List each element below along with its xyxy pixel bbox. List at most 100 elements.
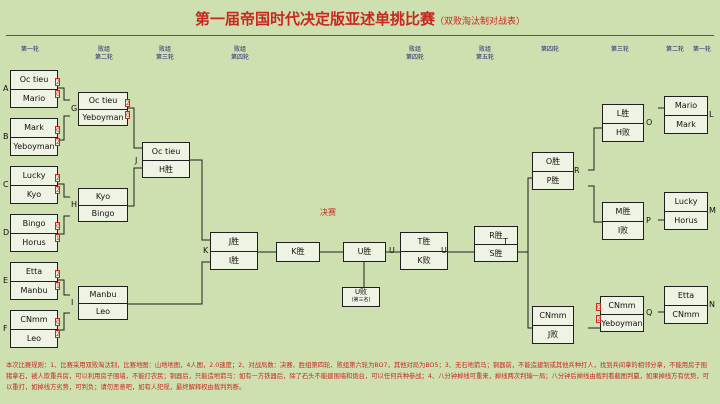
score-G1: 2 (125, 99, 130, 107)
match-box-K: J胜 I胜 (210, 232, 258, 270)
player-T-top: T胜 (401, 233, 447, 252)
match-box-C: Lucky Kyo (10, 166, 58, 204)
label-A: A (3, 84, 9, 93)
player-C-top: Lucky (11, 167, 57, 186)
label-G: G (71, 104, 78, 113)
round-label-r2: 第二轮 (665, 46, 684, 53)
round-label-r1: 第一轮 (692, 46, 711, 53)
match-box-J: Oc tieu H胜 (142, 142, 190, 178)
match-box-E: Etta Manbu (10, 262, 58, 300)
title-underline (6, 35, 714, 36)
score-E2: 1 (55, 282, 60, 290)
third-place-a: U败 (354, 288, 368, 296)
match-box-D: Bingo Horus (10, 214, 58, 252)
label-S: T (503, 237, 508, 246)
player-B-top: Mark (11, 119, 57, 138)
player-F-bottom: Leo (26, 334, 42, 343)
player-C-bottom: Kyo (26, 190, 42, 199)
player-B-bottom: Yeboyman (13, 142, 55, 151)
score-G2: 0 (125, 111, 130, 119)
label-H: H (71, 200, 78, 209)
match-box-O: L胜 H败 (602, 104, 644, 142)
score-B1: 0 (55, 126, 60, 134)
third-place-box: U败 (第三名) (342, 287, 380, 307)
player-Q2-top: CNmm (601, 297, 643, 315)
rules-text: 本次比赛规则：1、比赛采用双败淘汰制，比赛地图：山地地图，4人图，2.0速度；2… (6, 362, 709, 391)
match-box-T: T胜 K败 (400, 232, 448, 270)
player-G-top: Oc tieu (79, 93, 127, 110)
label-C: C (3, 180, 9, 189)
score-E1: 2 (55, 270, 60, 278)
player-O-bottom: H败 (615, 128, 630, 137)
round-label-w1: 第一轮 (20, 46, 39, 53)
label-O: O (646, 118, 653, 127)
label-T: U (441, 246, 447, 255)
score-C2: 2 (55, 186, 60, 194)
score-F1: 0 (55, 318, 60, 326)
round-label-l4: 败组 第四轮 (230, 46, 249, 61)
player-J-top: Oc tieu (143, 143, 189, 161)
score-Q1: 0 (596, 303, 601, 311)
player-D-top: Bingo (11, 215, 57, 234)
label-K: K (203, 246, 209, 255)
player-T-bottom: K败 (417, 256, 431, 265)
match-box-N: Etta CNmm (664, 286, 708, 324)
round-label-wf4: 败组 第四轮 (405, 46, 424, 61)
label-R: R (574, 166, 580, 175)
player-F-top: CNmm (11, 311, 57, 330)
third-place-b: (第三名) (351, 297, 371, 303)
round-label-wf5: 败组 第五轮 (475, 46, 494, 61)
player-L-top: Mario (665, 97, 707, 116)
label-Q2: Q (646, 308, 653, 317)
player-H-bottom: Bingo (91, 209, 115, 218)
match-box-R: O胜 P胜 (532, 152, 574, 190)
round-label-r3: 第三轮 (610, 46, 629, 53)
title-text: 第一届帝国时代决定版亚述单挑比赛 (194, 10, 435, 28)
match-box-L: Mario Mark (664, 96, 708, 134)
player-E-bottom: Manbu (20, 286, 48, 295)
player-J-bottom: H胜 (158, 165, 173, 174)
player-R-bottom: P胜 (546, 176, 560, 185)
match-box-P: M胜 I败 (602, 202, 644, 240)
player-M-bottom: Horus (674, 216, 698, 225)
label-N: N (709, 300, 715, 309)
match-box-B: Mark Yeboyman (10, 118, 58, 156)
match-box-A: Oc tieu Mario (10, 70, 58, 108)
match-box-F: CNmm Leo (10, 310, 58, 348)
round-label-l3: 败组 第三轮 (155, 46, 174, 61)
score-B2: 2 (55, 138, 60, 146)
round-label-r4: 第四轮 (540, 46, 559, 53)
match-box-Q2: CNmm Yeboyman (600, 296, 644, 332)
player-R-top: O胜 (533, 153, 573, 172)
player-S-bottom: S胜 (489, 249, 503, 258)
score-Q2: 2 (596, 315, 601, 323)
player-A-top: Oc tieu (11, 71, 57, 90)
label-I: I (71, 298, 74, 307)
player-I-top: Manbu (79, 287, 127, 304)
label-F: F (3, 324, 8, 333)
label-U: U (389, 246, 395, 255)
score-C1: 2 (55, 174, 60, 182)
score-A2: 0 (55, 90, 60, 98)
player-G-bottom: Yeboyman (82, 113, 124, 122)
subtitle-text: （双败淘汰制对战表） (435, 17, 526, 27)
player-P-bottom: I败 (617, 226, 629, 235)
round-label-l2: 败组 第二轮 (94, 46, 113, 61)
player-N-bottom: CNmm (672, 310, 700, 319)
player-L-bottom: Mark (676, 120, 696, 129)
player-N-top: Etta (665, 287, 707, 306)
match-box-Q: CNmm J败 (532, 306, 574, 344)
player-A-bottom: Mario (22, 94, 46, 103)
player-M-top: Lucky (665, 193, 707, 212)
player-K2: K胜 (291, 247, 305, 256)
player-S-top: R胜 (475, 227, 517, 245)
label-B: B (3, 132, 9, 141)
label-L: L (709, 110, 714, 119)
label-M: M (709, 206, 716, 215)
match-box-S: R胜 S胜 (474, 226, 518, 262)
label-E: E (3, 276, 9, 285)
player-H-top: Kyo (79, 189, 127, 206)
match-box-M: Lucky Horus (664, 192, 708, 230)
player-Q2-bottom: Yeboyman (601, 319, 643, 328)
